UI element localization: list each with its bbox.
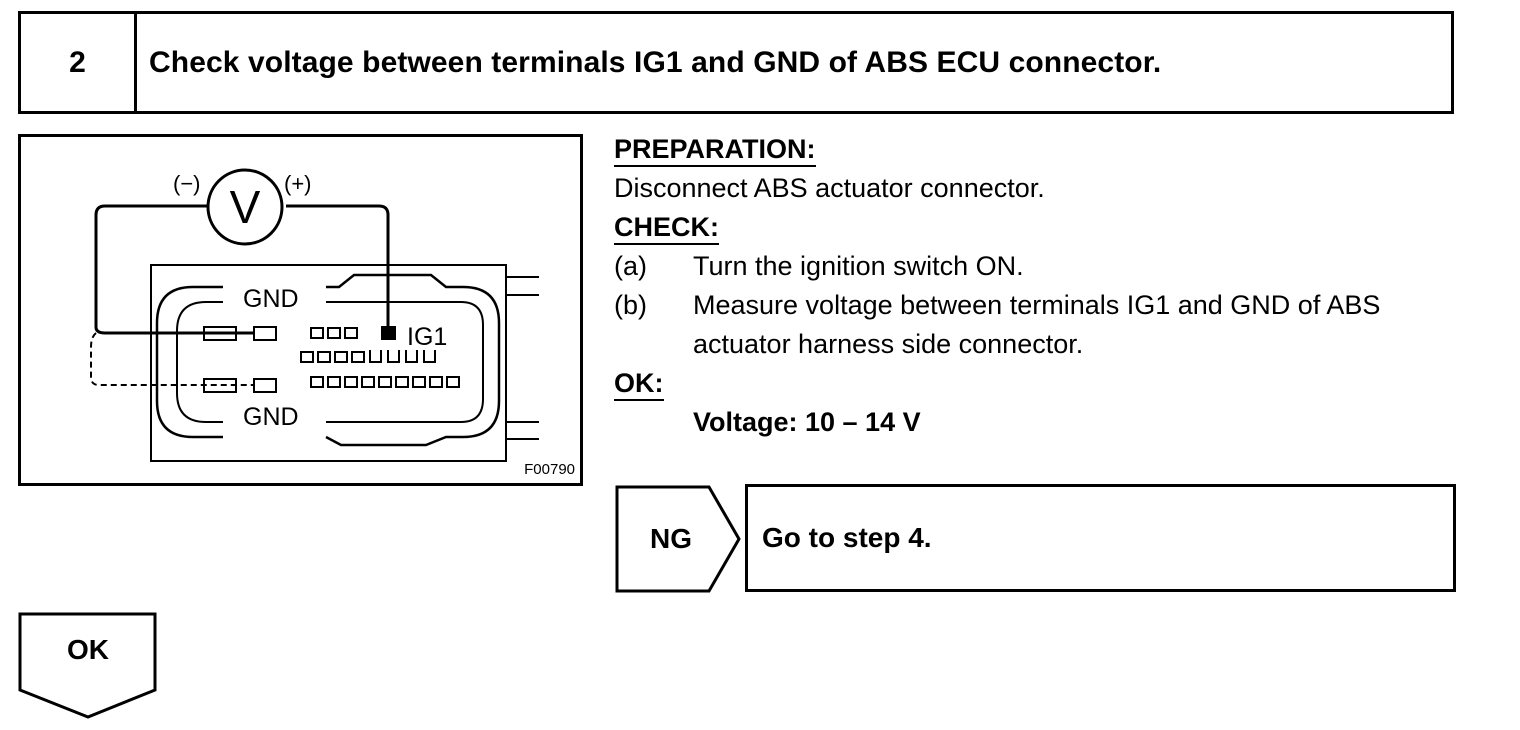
ok-branch-tag: OK: [18, 612, 158, 720]
check-item-mark: (b): [614, 290, 647, 320]
ok-spec-value: Voltage: 10 – 14 V: [693, 407, 921, 437]
gnd-bottom-label: GND: [243, 403, 299, 431]
arrow-down-icon: [18, 612, 157, 719]
preparation-heading: PREPARATION:: [614, 133, 816, 167]
ig1-label: IG1: [407, 323, 447, 351]
arrow-right-icon: [615, 485, 741, 593]
ng-label: NG: [650, 523, 692, 554]
ok-label: OK: [67, 634, 109, 665]
figure-code: F00790: [524, 461, 575, 478]
negative-lead-wire: [94, 204, 271, 335]
check-item-a: (a) Turn the ignition switch ON.: [614, 247, 1484, 286]
ok-heading: OK:: [614, 367, 664, 401]
negative-label: (−): [173, 171, 201, 196]
ng-result-box: Go to step 4.: [745, 484, 1456, 592]
check-item-text: Turn the ignition switch ON.: [693, 251, 1024, 281]
check-item-text-continued: actuator harness side connector.: [693, 329, 1084, 359]
harness-lead: [506, 276, 539, 440]
step-number: 2: [21, 14, 137, 111]
ng-branch-tag: NG: [614, 484, 744, 594]
voltmeter-icon: [206, 168, 284, 246]
connector-inner-shell: [176, 301, 223, 423]
check-item-text: Measure voltage between terminals IG1 an…: [693, 290, 1381, 320]
instructions: PREPARATION: Disconnect ABS actuator con…: [614, 130, 1484, 442]
connector-outer-shell: [155, 285, 223, 439]
connector-diagram: (−) (+) V GND GND IG1 F00790: [18, 134, 583, 486]
check-item-b: (b) Measure voltage between terminals IG…: [614, 286, 1484, 325]
preparation-text: Disconnect ABS actuator connector.: [614, 173, 1045, 203]
step-header: 2 Check voltage between terminals IG1 an…: [18, 11, 1454, 114]
gnd-top-label: GND: [243, 285, 299, 313]
connector-housing: [150, 264, 507, 462]
check-heading: CHECK:: [614, 211, 719, 245]
positive-label: (+): [284, 171, 312, 196]
check-item-mark: (a): [614, 251, 647, 281]
step-title: Check voltage between terminals IG1 and …: [149, 45, 1162, 79]
voltmeter-label: V: [230, 181, 261, 233]
wiring-diagram: (−) (+) V GND GND IG1: [90, 168, 539, 462]
positive-lead-wire: [286, 204, 390, 327]
